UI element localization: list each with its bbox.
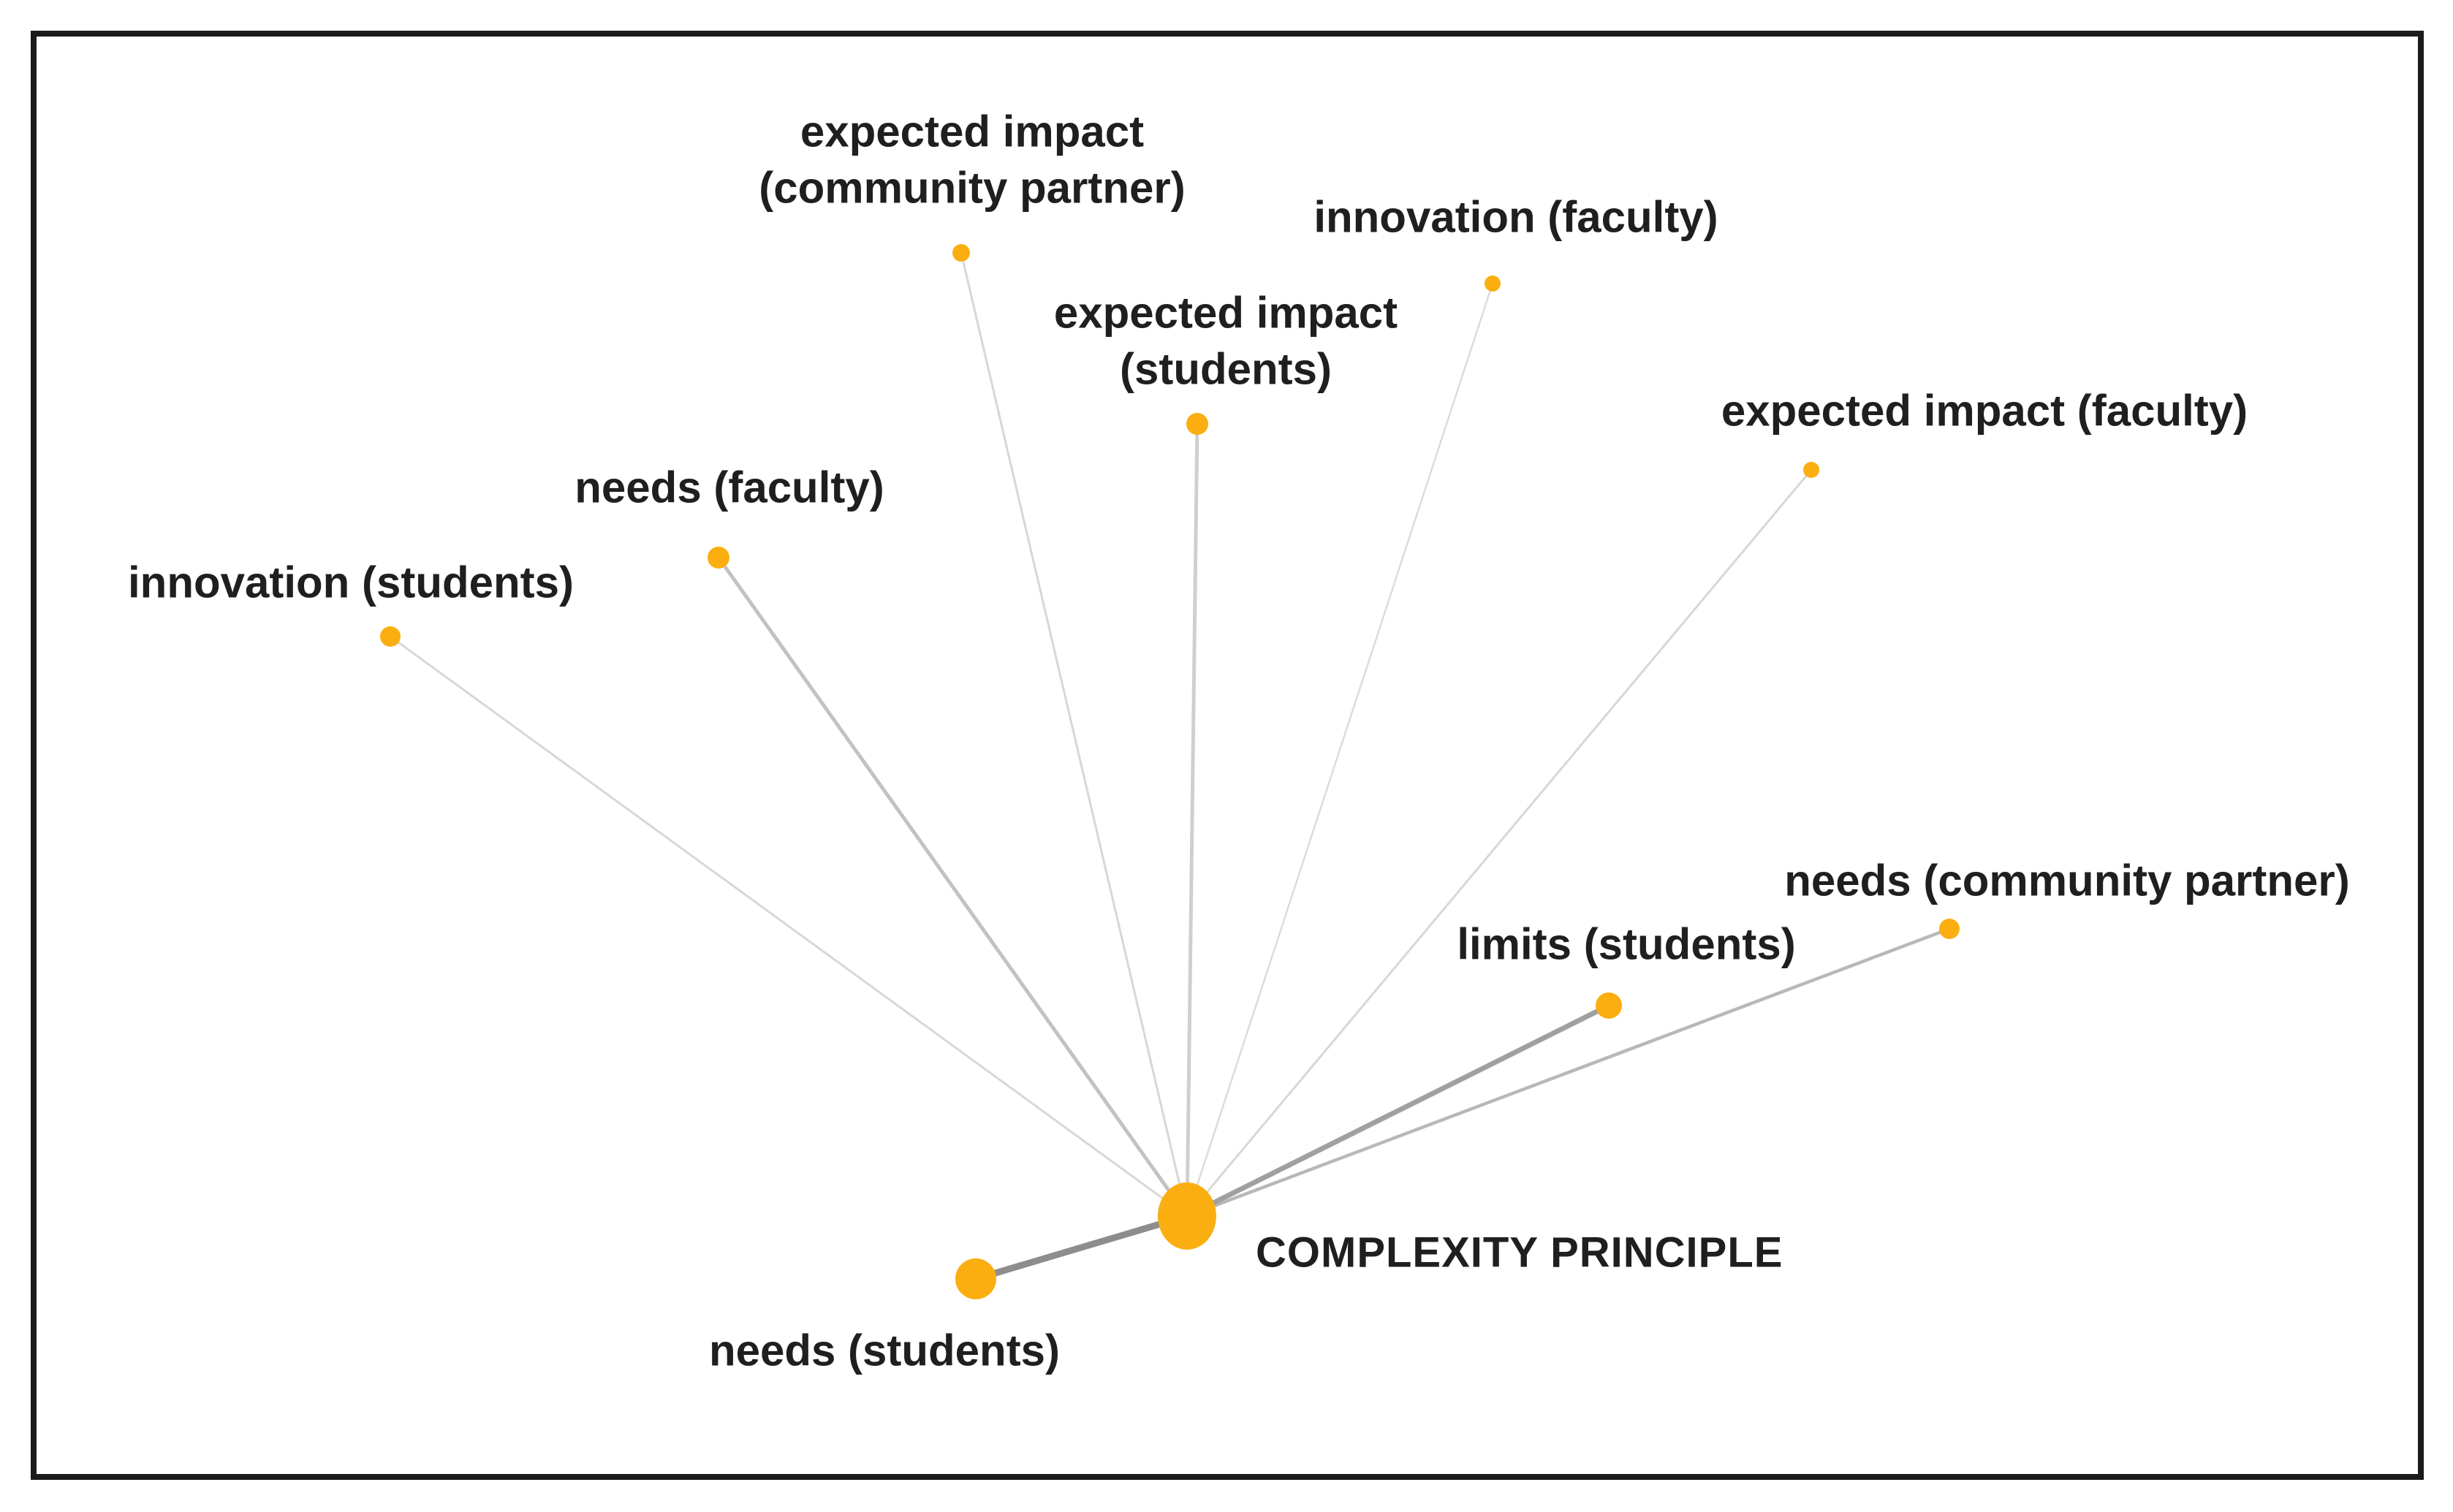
- edge-expected-impact-students: [1185, 423, 1199, 1217]
- node-label-expected-impact-community-partner-line2: (community partner): [759, 164, 1185, 213]
- node-limits-students: [1596, 992, 1622, 1019]
- node-label-needs-faculty: needs (faculty): [575, 463, 884, 512]
- node-label-needs-students: needs (students): [709, 1326, 1060, 1375]
- edges-layer: [390, 252, 1950, 1283]
- node-label-needs-community-partner: needs (community partner): [1784, 856, 2349, 905]
- edge-innovation-students: [390, 635, 1188, 1217]
- node-innovation-faculty: [1485, 276, 1501, 292]
- edge-needs-students: [974, 1212, 1188, 1283]
- nodes-layer: [380, 244, 1960, 1299]
- labels-layer: innovation (students)needs (faculty) expe…: [128, 107, 2350, 1375]
- node-needs-faculty: [708, 547, 729, 569]
- node-label-innovation-faculty: innovation (faculty): [1313, 193, 1718, 242]
- node-label-expected-impact-students-line1: expected impact: [1054, 289, 1398, 338]
- edge-needs-faculty: [716, 556, 1189, 1217]
- edge-innovation-faculty: [1186, 283, 1494, 1217]
- edge-limits-students: [1186, 1003, 1610, 1219]
- node-label-expected-impact-community-partner-line1: expected impact: [800, 107, 1144, 156]
- center-node: [1158, 1182, 1216, 1250]
- node-innovation-students: [380, 626, 401, 647]
- edge-needs-community-partner: [1186, 927, 1950, 1218]
- edge-expected-impact-faculty: [1186, 469, 1813, 1217]
- node-expected-impact-faculty: [1803, 462, 1819, 478]
- center-node-label: COMPLEXITY PRINCIPLE: [1256, 1229, 1783, 1277]
- node-label-expected-impact-students-line2: (students): [1120, 345, 1332, 394]
- node-label-expected-impact-faculty: expected impact (faculty): [1721, 387, 2248, 436]
- node-label-limits-students: limits (students): [1457, 920, 1795, 969]
- node-label-innovation-students: innovation (students): [128, 558, 574, 607]
- node-expected-impact-community-partner: [952, 244, 970, 262]
- node-needs-students: [955, 1258, 996, 1299]
- node-needs-community-partner: [1939, 919, 1960, 939]
- node-expected-impact-students: [1186, 413, 1208, 435]
- edge-expected-impact-community-partner: [960, 252, 1188, 1217]
